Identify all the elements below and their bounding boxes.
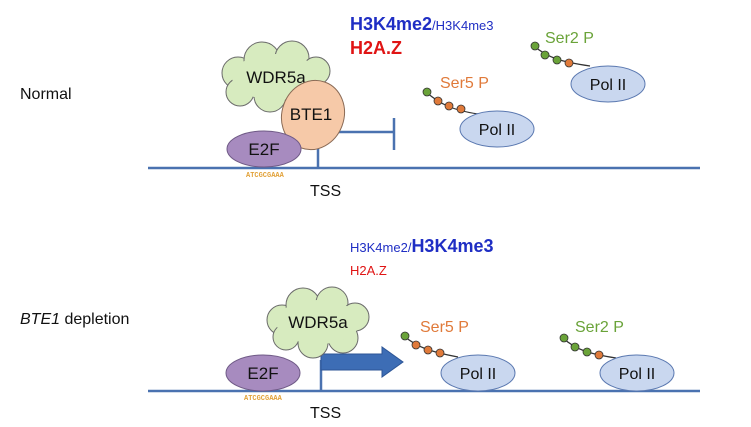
depletion-e2f-label: E2F — [247, 364, 278, 383]
depletion-marks-line1: H3K4me2/H3K4me3 — [350, 236, 493, 256]
depletion-ser2-tail — [559, 333, 617, 360]
depletion-pol2-a-label: Pol II — [460, 366, 496, 383]
depletion-condition-label: BTE1 depletion — [20, 311, 129, 328]
depletion-wdr5a-cloud-fill — [276, 300, 360, 344]
normal-h3k4me2-label: H3K4me2 — [350, 14, 432, 34]
normal-ser5-dot — [456, 104, 466, 114]
depletion-condition-gene: BTE1 — [20, 311, 60, 328]
depletion-ser2-dot — [594, 350, 604, 360]
depletion-panel: BTE1 depletion H3K4me2/H3K4me3 H2A.Z WDR… — [20, 236, 700, 422]
normal-panel: Normal H3K4me2/H3K4me3 H2A.Z WDR5a BTE1 … — [20, 14, 700, 200]
normal-ser2-dot — [530, 41, 540, 51]
normal-ser2-label: Ser2 P — [545, 30, 594, 47]
depletion-ser5-dot — [423, 345, 433, 355]
depletion-h2az-label: H2A.Z — [350, 263, 387, 278]
normal-e2f-shape — [226, 130, 302, 168]
normal-wdr5a-label: WDR5a — [246, 68, 306, 87]
normal-pol2-b-shape — [570, 65, 646, 103]
normal-ser2-tail — [530, 41, 591, 68]
depletion-h3k4me3-label: H3K4me3 — [411, 236, 493, 256]
normal-condition-label: Normal — [20, 86, 72, 103]
normal-e2f-label: E2F — [248, 140, 279, 159]
normal-marks-line1: H3K4me2/H3K4me3 — [350, 14, 493, 34]
normal-ser2-dot — [552, 55, 562, 65]
normal-h2az-label: H2A.Z — [350, 38, 402, 58]
depletion-ser5-dot — [435, 348, 445, 358]
depletion-ser5-dot — [400, 331, 410, 341]
normal-ser5-dot — [433, 96, 443, 106]
normal-bte1-label: BTE1 — [290, 105, 333, 124]
normal-h3k4me3-label: H3K4me3 — [436, 18, 494, 33]
normal-ser2-dot — [540, 50, 550, 60]
depletion-ser2-label: Ser2 P — [575, 319, 624, 336]
normal-pol2-a-shape — [459, 110, 535, 148]
depletion-ser2-dot — [559, 333, 569, 343]
normal-ser5-tail — [422, 87, 479, 115]
normal-pol2-b-label: Pol II — [590, 77, 626, 94]
normal-ser5-dot — [444, 101, 454, 111]
depletion-pol2-b-shape — [599, 354, 675, 392]
normal-ser5-label: Ser5 P — [440, 75, 489, 92]
depletion-h3k4me2-label: H3K4me2 — [350, 240, 408, 255]
depletion-mark-separator: / — [408, 240, 412, 255]
normal-ser5-dot — [422, 87, 432, 97]
normal-pol2-a-label: Pol II — [479, 122, 515, 139]
depletion-pol2-a-shape — [440, 354, 516, 392]
normal-mark-separator: / — [432, 18, 436, 33]
depletion-ser2-dot — [582, 347, 592, 357]
depletion-ser5-label: Ser5 P — [420, 319, 469, 336]
depletion-e2f-shape — [225, 354, 301, 392]
depletion-ser2-dot — [570, 342, 580, 352]
depletion-elongation-arrow — [320, 346, 404, 378]
normal-ser2-dot — [564, 58, 574, 68]
depletion-tss-label: TSS — [310, 405, 341, 422]
depletion-e2f-motif-logo: ATCGCGAAA — [244, 395, 283, 403]
depletion-condition-rest: depletion — [60, 311, 129, 328]
depletion-ser5-dot — [411, 340, 421, 350]
normal-tss-label: TSS — [310, 183, 341, 200]
depletion-ser5-tail — [400, 331, 459, 358]
depletion-pol2-b-label: Pol II — [619, 366, 655, 383]
normal-e2f-motif-logo: ATCGCGAAA — [246, 172, 285, 180]
depletion-wdr5a-label: WDR5a — [288, 313, 348, 332]
